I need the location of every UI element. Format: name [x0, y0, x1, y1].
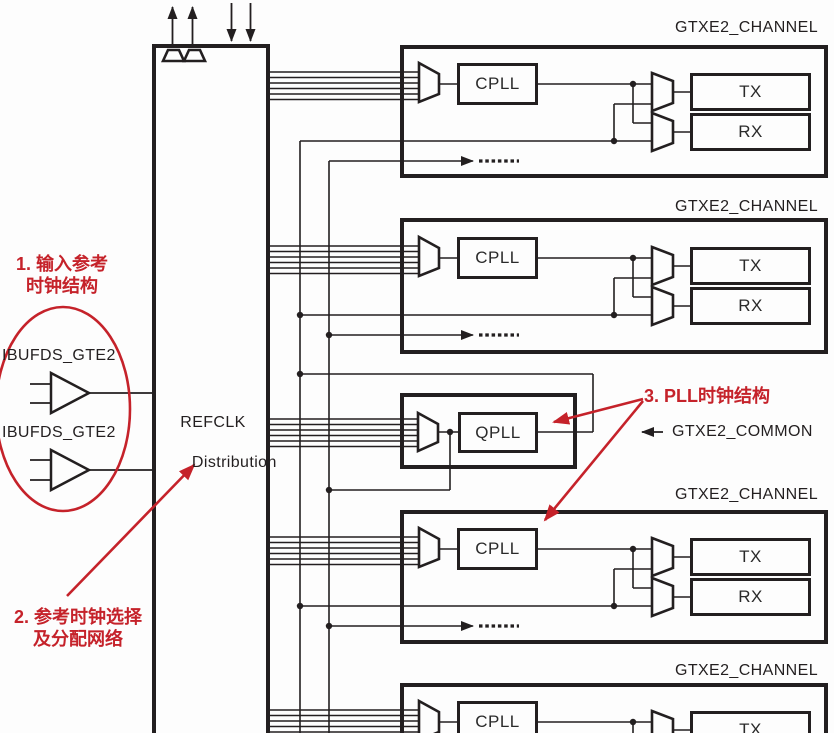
- cpll-label: CPLL: [475, 74, 520, 93]
- junction-dot: [325, 486, 333, 494]
- junction-dot: [325, 331, 333, 339]
- channel-2-title: GTXE2_CHANNEL: [674, 198, 818, 215]
- tx-label: TX: [739, 547, 762, 566]
- qpll-label: QPLL: [475, 422, 521, 442]
- cpll-label: CPLL: [475, 712, 520, 731]
- channel-3-title: GTXE2_CHANNEL: [674, 486, 818, 503]
- rx-box-2: RX: [690, 287, 811, 325]
- rx-box-1: RX: [690, 113, 811, 151]
- cpll-label: CPLL: [475, 539, 520, 558]
- ibufds-top-label: IBUFDS_GTE2: [2, 347, 116, 364]
- buffer-triangle-icon: [49, 370, 92, 416]
- annotation-note1: 1. 输入参考 时钟结构: [0, 253, 124, 297]
- tx-label: TX: [739, 720, 762, 733]
- tx-box-4: TX: [690, 711, 811, 733]
- cpll-box-3: CPLL: [457, 528, 538, 570]
- note2-line1: 2. 参考时钟选择: [13, 607, 142, 627]
- cpll-box-1: CPLL: [457, 63, 538, 105]
- tx-label: TX: [739, 82, 762, 101]
- qpll-box: QPLL: [458, 412, 538, 453]
- note2-line2: 及分配网络: [33, 629, 123, 649]
- refclk-distribution-label: REFCLK Distribution: [158, 413, 276, 473]
- top-clock-arrows: [167, 3, 256, 45]
- tx-label: TX: [739, 256, 762, 275]
- highlight-ellipse: [0, 305, 132, 513]
- rx-box-3: RX: [690, 578, 811, 616]
- buffer-triangle-icon: [49, 447, 92, 493]
- refclk-distribution-block: [152, 44, 270, 733]
- tx-box-3: TX: [690, 538, 811, 576]
- refclk-line2: Distribution: [191, 454, 277, 471]
- tx-box-1: TX: [690, 73, 811, 111]
- junction-dot: [296, 311, 304, 319]
- channel-4-title: GTXE2_CHANNEL: [674, 662, 818, 679]
- channel-1-title: GTXE2_CHANNEL: [674, 19, 818, 36]
- common-title: GTXE2_COMMON: [672, 423, 813, 440]
- note1-line1: 1. 输入参考: [15, 254, 108, 274]
- refclk-line1: REFCLK: [180, 414, 246, 431]
- note1-line2: 时钟结构: [26, 276, 98, 296]
- rx-label: RX: [738, 122, 763, 141]
- rx-label: RX: [738, 587, 763, 606]
- cpll-box-4: CPLL: [457, 701, 538, 733]
- cpll-box-2: CPLL: [457, 237, 538, 279]
- annotation-note3: 3. PLL时钟结构: [644, 386, 771, 406]
- junction-dot: [296, 370, 304, 378]
- ibufds-bottom-label: IBUFDS_GTE2: [2, 424, 116, 441]
- cpll-label: CPLL: [475, 248, 520, 267]
- tx-box-2: TX: [690, 247, 811, 285]
- junction-dot: [296, 602, 304, 610]
- vertical-distribution-lines: [296, 141, 333, 733]
- rx-label: RX: [738, 296, 763, 315]
- junction-dot: [325, 622, 333, 630]
- annotation-note2: 2. 参考时钟选择 及分配网络: [0, 606, 156, 650]
